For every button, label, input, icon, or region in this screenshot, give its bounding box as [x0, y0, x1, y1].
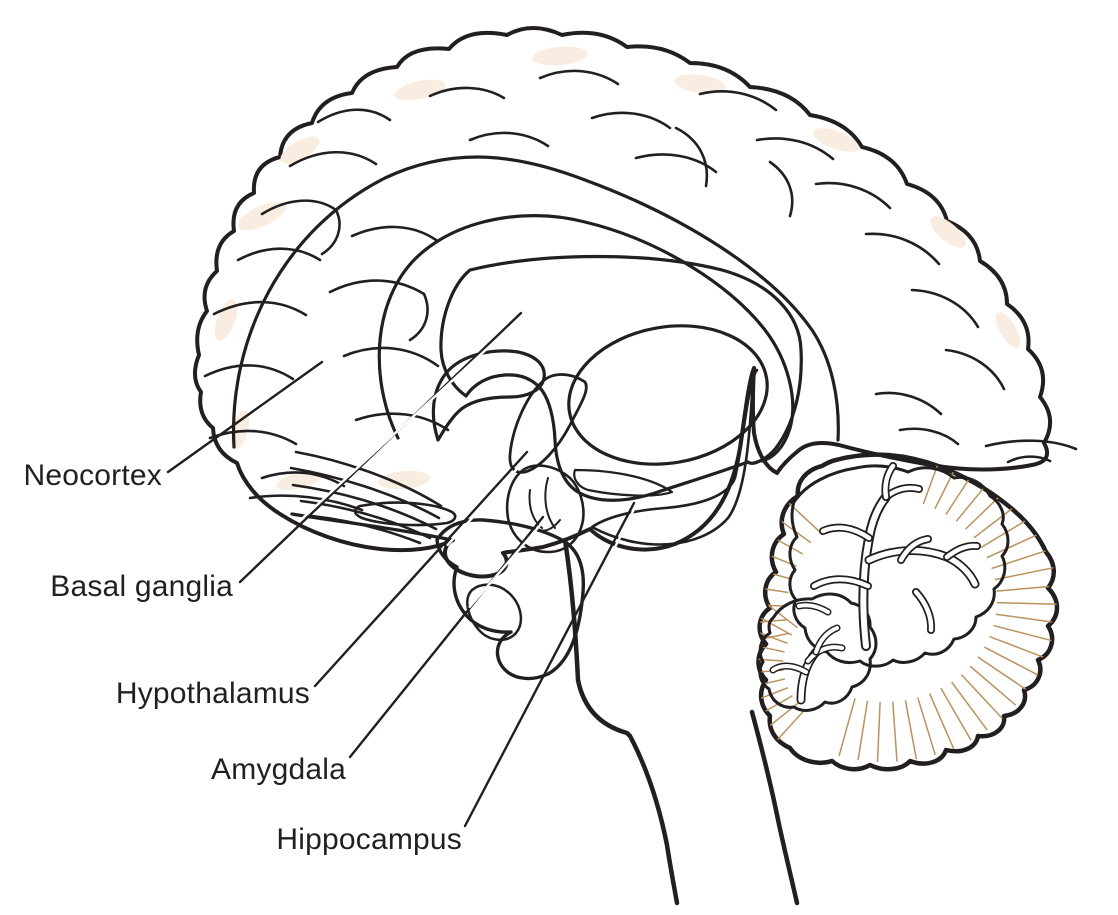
striation-line: [294, 450, 443, 508]
sulcus-line: [248, 494, 364, 512]
sulcus-line: [288, 150, 378, 168]
label-basal-ganglia: Basal ganglia: [50, 570, 233, 603]
amygdala-folds: [528, 477, 561, 532]
label-neocortex: Neocortex: [23, 459, 162, 492]
sulcus-line: [814, 181, 892, 210]
sulcus-line: [203, 364, 295, 381]
sulcus-line: [408, 292, 429, 342]
leader-amygdala: [348, 515, 545, 759]
sulcus-line: [468, 131, 550, 148]
striation-line: [299, 499, 432, 540]
occipital-sulcus: [1006, 455, 1052, 464]
leader-hippocampus: [463, 501, 636, 828]
temporal-loop-sulcus: [353, 501, 457, 527]
basal-ganglia-region: [439, 254, 803, 502]
sulcus-line: [328, 279, 426, 296]
sulcus-line: [898, 427, 960, 446]
sulcus-line: [590, 111, 672, 130]
thalamus-region: [567, 324, 769, 466]
midbrain: [435, 518, 586, 681]
sulcus-line: [350, 225, 438, 242]
leader-lines: [166, 311, 637, 828]
sulcus-line: [428, 86, 506, 100]
sulcus-line: [320, 208, 341, 256]
sulcus-line: [260, 199, 338, 216]
sulcus-line: [538, 69, 620, 86]
sulcus-line: [864, 232, 941, 266]
cingulate-sulcus-arc: [231, 155, 840, 449]
leader-highlights: [298, 314, 637, 609]
brainstem: [562, 537, 800, 906]
occipital-sulcus: [984, 439, 1078, 451]
brainstem-right-edge: [749, 709, 800, 906]
striation-line: [289, 466, 441, 520]
cerebellum: [756, 452, 1060, 772]
sulcus-line: [944, 348, 1006, 391]
sulcus-line: [874, 391, 943, 416]
sulcus-line: [316, 108, 392, 124]
leader-hypothalamus: [313, 450, 529, 688]
cerebrum: [193, 26, 1078, 579]
striation-line: [310, 514, 422, 545]
brainstem-left-edge: [562, 537, 680, 906]
label-hypothalamus: Hypothalamus: [116, 677, 310, 710]
midbrain-aqueduct: [466, 583, 523, 641]
sulcus-line: [698, 90, 778, 112]
striation-line: [291, 483, 438, 531]
sulcus-line: [755, 137, 835, 161]
leader-neocortex: [166, 360, 324, 474]
labels: Neocortex Basal ganglia Hypothalamus Amy…: [23, 459, 462, 856]
sulcus-line: [354, 412, 450, 432]
hippocampus-region: [590, 368, 759, 546]
cerebellum-cortex-lower: [758, 592, 878, 712]
sulcus-line: [768, 160, 794, 218]
sulcus-line: [260, 471, 346, 488]
amygdala-strip: [573, 468, 674, 497]
sulcus-line: [342, 346, 440, 368]
sulcus-line: [236, 247, 322, 262]
label-hippocampus: Hippocampus: [276, 823, 462, 856]
sulci: [203, 69, 1078, 545]
sulcus-line: [674, 126, 709, 188]
arbor-vitae: [769, 462, 981, 705]
sulcus-line: [910, 288, 980, 329]
label-amygdala: Amygdala: [211, 753, 346, 786]
sulcus-line: [634, 153, 718, 174]
cerebellum-rim: [756, 452, 1060, 772]
fornix-tongue: [431, 349, 546, 442]
